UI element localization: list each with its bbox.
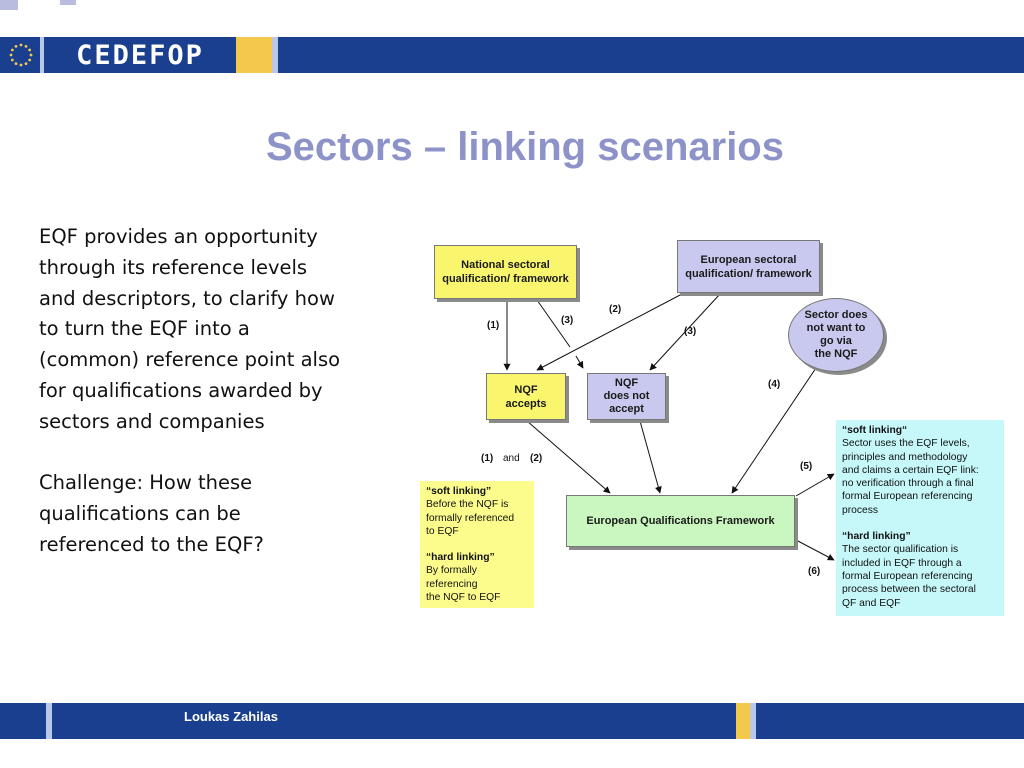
note-right: “soft linking“ Sector uses the EQF level…	[836, 420, 1004, 616]
label-1b: (1)	[481, 453, 494, 464]
header-separator	[272, 37, 278, 73]
note-line: and claims a certain EQF link:	[842, 464, 979, 476]
box-line: NQF	[614, 377, 639, 389]
paragraph-challenge: Challenge: How these qualifications can …	[39, 471, 264, 556]
note-line: included in EQF through a	[842, 557, 962, 569]
box-line: does not	[603, 390, 650, 402]
label-6: (6)	[808, 566, 821, 577]
note-line: The sector qualification is	[842, 544, 959, 556]
note-line: formal European referencing	[842, 570, 973, 582]
nqf-does-not-accept-box: NQF does not accept	[587, 373, 666, 420]
note-line: process	[842, 504, 879, 516]
label-2: (2)	[609, 304, 622, 315]
footer-separator	[46, 703, 52, 739]
note-line: Before the NQF is	[426, 499, 509, 511]
header-accent	[236, 37, 272, 73]
sector-not-via-nqf-ellipse: Sector does not want to go via the NQF	[788, 298, 884, 372]
flag-star	[29, 53, 33, 57]
footer-accent	[736, 703, 750, 739]
slide-title: Sectors – linking scenarios	[266, 125, 784, 169]
note-heading: “hard linking”	[426, 552, 495, 564]
cedefop-logo: CEDEFOP	[46, 39, 234, 71]
arrow-4	[731, 364, 819, 494]
note-line: By formally	[426, 565, 477, 577]
box-line: qualification/ framework	[685, 267, 812, 280]
note-heading: “soft linking“	[842, 425, 908, 436]
note-line: the NQF to EQF	[426, 592, 501, 604]
note-heading: “soft linking”	[426, 486, 492, 497]
logo-text: CEDEFOP	[76, 39, 204, 71]
box-line: accept	[609, 403, 644, 415]
box-line: NQF	[514, 383, 538, 396]
box-line: accepts	[505, 397, 547, 410]
flag-star	[10, 58, 14, 62]
footer-separator	[750, 703, 756, 739]
flag-star	[24, 62, 28, 66]
flag-star	[14, 62, 18, 66]
ellipse-line: go via	[820, 335, 852, 347]
box-line: European Qualifications Framework	[586, 515, 775, 527]
arrow-3a-head	[575, 355, 584, 369]
box-line: European sectoral	[700, 253, 797, 266]
flag-star	[10, 48, 14, 52]
note-line: principles and methodology	[842, 451, 968, 463]
note-line: no verification through a final	[842, 478, 974, 490]
label-3b: (3)	[684, 326, 697, 337]
arrow-accepts-eqf	[526, 420, 611, 494]
header-band: CEDEFOP	[0, 37, 1024, 73]
flag-star	[19, 63, 23, 67]
flag-star	[19, 43, 23, 47]
body-text: EQF provides an opportunity through its …	[39, 222, 349, 561]
note-line: to EQF	[426, 525, 459, 537]
footer-band: Loukas Zahilas	[0, 703, 1024, 739]
label-3a: (3)	[561, 315, 574, 326]
note-line: process between the sectoral	[842, 584, 976, 596]
note-line: formal European referencing	[842, 491, 973, 503]
box-line: National sectoral	[461, 259, 550, 271]
label-5: (5)	[800, 461, 813, 472]
flag-star	[28, 58, 32, 62]
flag-star	[14, 44, 18, 48]
arrow-3b	[649, 293, 721, 371]
flag-star	[9, 53, 13, 57]
label-and: and	[503, 453, 520, 464]
label-1: (1)	[487, 320, 500, 331]
label-4: (4)	[768, 379, 781, 390]
ellipse-line: Sector does	[804, 309, 868, 321]
header-separator	[40, 37, 44, 73]
note-line: QF and EQF	[842, 597, 901, 609]
ellipse-line: not want to	[806, 322, 866, 334]
note-line: formally referenced	[426, 512, 515, 524]
national-sectoral-framework-box: National sectoral qualification/ framewo…	[434, 245, 577, 299]
eqf-box: European Qualifications Framework	[566, 495, 795, 547]
flag-star	[28, 48, 32, 52]
arrow-notaccept-eqf	[639, 420, 662, 494]
corner-decoration	[60, 0, 76, 5]
arrow-6	[795, 539, 835, 561]
note-line: Sector uses the EQF levels,	[842, 438, 970, 450]
eu-flag-icon	[4, 40, 38, 70]
flag-star	[24, 44, 28, 48]
note-line: referencing	[426, 578, 478, 590]
arrow-5	[795, 473, 835, 497]
arrow-3a	[536, 299, 571, 348]
note-left: “soft linking” Before the NQF is formall…	[420, 481, 534, 608]
note-heading: “hard linking”	[842, 531, 911, 543]
paragraph-intro: EQF provides an opportunity through its …	[39, 225, 341, 433]
box-line: qualification/ framework	[442, 273, 569, 285]
ellipse-line: the NQF	[814, 348, 858, 360]
nqf-accepts-box: NQF accepts	[486, 373, 566, 420]
footer-author: Loukas Zahilas	[184, 709, 278, 724]
label-2b: (2)	[530, 453, 543, 464]
corner-decoration	[0, 0, 18, 10]
arrow-2	[536, 293, 683, 371]
european-sectoral-framework-box: European sectoral qualification/ framewo…	[677, 240, 820, 293]
